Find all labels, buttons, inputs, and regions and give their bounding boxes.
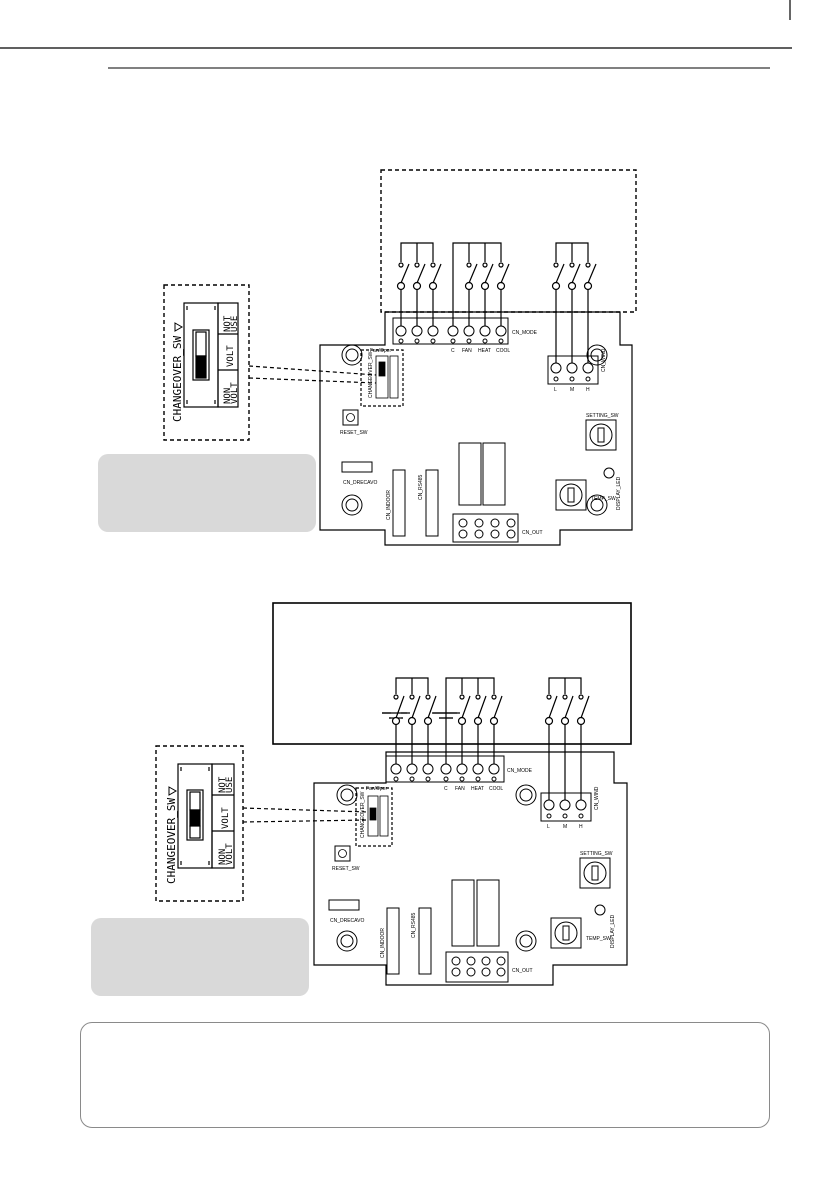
cn-indoor-label-2: CN_INDOOR (380, 928, 386, 958)
temp-sw-label-2: TEMP_SW (586, 936, 611, 942)
cn-drecavo-label: CN_DRECAVO (343, 480, 377, 486)
not-label-2: NOT (218, 776, 228, 793)
setting-sw-label-2: SETTING_SW (580, 851, 613, 857)
non-volt-label: VOLT (230, 382, 240, 404)
l-label: L (554, 387, 557, 393)
fan-label-2: FAN (455, 786, 465, 792)
switch-detail-box-2 (155, 745, 244, 902)
setting-switch (585, 419, 617, 451)
relay-contacts-2 (382, 694, 590, 726)
use-label: USE (230, 316, 240, 332)
changeover-switch-highlight (360, 349, 404, 407)
connectors (341, 461, 439, 537)
non-label-2: NON (218, 849, 228, 865)
external-contact-box-dashed (380, 169, 637, 313)
volt-label: VOLT (226, 345, 236, 367)
mounting-holes-2 (336, 784, 537, 952)
leader-lines-2 (242, 807, 369, 823)
cn-out-label: CN_OUT (522, 530, 543, 536)
terminal-block-mode (392, 317, 509, 345)
note-box-bottom (91, 918, 309, 996)
cn-wind-label-2: CN_WIND (594, 786, 600, 810)
cn-rs485-label: CN_RS485 (418, 474, 424, 500)
connectors-2 (328, 899, 432, 975)
diagram-voltage: CN_MODE Fan/Oper C FAN HEAT COOL CN_WIND… (155, 602, 632, 986)
relay-contacts (396, 262, 597, 291)
h-label-2: H (579, 824, 583, 830)
l-label-2: L (547, 824, 550, 830)
reset-sw-label-2: RESET_SW (332, 866, 360, 872)
changeover-switch-mini (375, 355, 399, 399)
volt-label-2: VOLT (221, 807, 231, 829)
non-volt-label-2: VOLT (225, 843, 235, 865)
h-label: H (586, 387, 590, 393)
m-label: M (570, 387, 574, 393)
display-led-label-2: DISPLAY_LED (610, 914, 616, 948)
triangle-marker-icon (174, 322, 184, 332)
fan-oper-label-2: Fan/Oper (366, 786, 387, 792)
display-led-2 (594, 904, 606, 916)
switch-detail (183, 302, 239, 408)
relays (458, 442, 506, 506)
setting-sw-label: SETTING_SW (586, 413, 619, 419)
terminal-block-mode-2 (385, 755, 505, 783)
bottom-note-frame (80, 1022, 770, 1128)
cn-out-block (452, 513, 519, 543)
temp-switch-2 (550, 917, 582, 949)
changeover-sw-title-2: CHANGEOVER_SW (165, 798, 178, 884)
cool-label: COOL (496, 348, 510, 354)
relays-2 (451, 879, 500, 947)
changeover-switch-mini-2 (367, 795, 389, 837)
cn-mode-label: CN_MODE (512, 330, 538, 336)
page-header (0, 0, 792, 69)
not-label: NOT (223, 315, 233, 332)
cn-drecavo-label-2: CN_DRECAVO (330, 918, 364, 924)
c-label-2: C (444, 786, 448, 792)
reset-switch (342, 409, 359, 426)
pcb-outline (319, 311, 633, 546)
pcb-outline-2 (313, 751, 628, 986)
diagram-non-voltage: CN_MODE Fan/Oper C FAN HEAT COOL CN_WIND… (163, 169, 637, 546)
heat-label: HEAT (478, 348, 491, 354)
reset-sw-label: RESET_SW (340, 430, 368, 436)
m-label-2: M (563, 824, 567, 830)
cn-out-label-2: CN_OUT (512, 968, 533, 974)
non-label: NON (223, 388, 233, 404)
display-led-label: DISPLAY_LED (616, 476, 622, 510)
cn-out-block-2 (445, 951, 509, 983)
c-label: C (451, 348, 455, 354)
mounting-holes (341, 344, 608, 516)
switch-position-labels: NOT USE VOLT NON VOLT (223, 315, 240, 404)
display-led (603, 467, 615, 479)
use-label-2: USE (225, 777, 235, 793)
setting-switch-2 (579, 857, 611, 889)
changeover-sw-title: CHANGEOVER_SW (171, 336, 184, 422)
cool-label-2: COOL (489, 786, 503, 792)
changeover-sw-label-mini-2: CHANGEOVER_SW (360, 791, 366, 838)
temp-sw-label: TEMP_SW (591, 496, 616, 502)
fan-oper-label: Fan/Oper (370, 348, 391, 354)
temp-switch (555, 479, 587, 511)
fan-label: FAN (462, 348, 472, 354)
cn-rs485-label-2: CN_RS485 (411, 912, 417, 938)
switch-detail-2 (177, 763, 235, 869)
switch-detail-box (163, 284, 250, 441)
heat-label-2: HEAT (471, 786, 484, 792)
switch-position-labels-2: NOT USE VOLT NON VOLT (218, 776, 235, 865)
triangle-marker-icon-2 (168, 786, 178, 796)
reset-switch-2 (334, 845, 351, 862)
changeover-switch-highlight-2 (355, 787, 393, 847)
cn-wind-label: CN_WIND (601, 348, 607, 372)
cn-mode-label-2: CN_MODE (507, 768, 533, 774)
cn-indoor-label: CN_INDOOR (386, 490, 392, 520)
leader-lines (248, 365, 377, 384)
external-contact-box-solid (272, 602, 632, 745)
note-box-top (98, 454, 316, 532)
contact-wiring (400, 242, 589, 363)
